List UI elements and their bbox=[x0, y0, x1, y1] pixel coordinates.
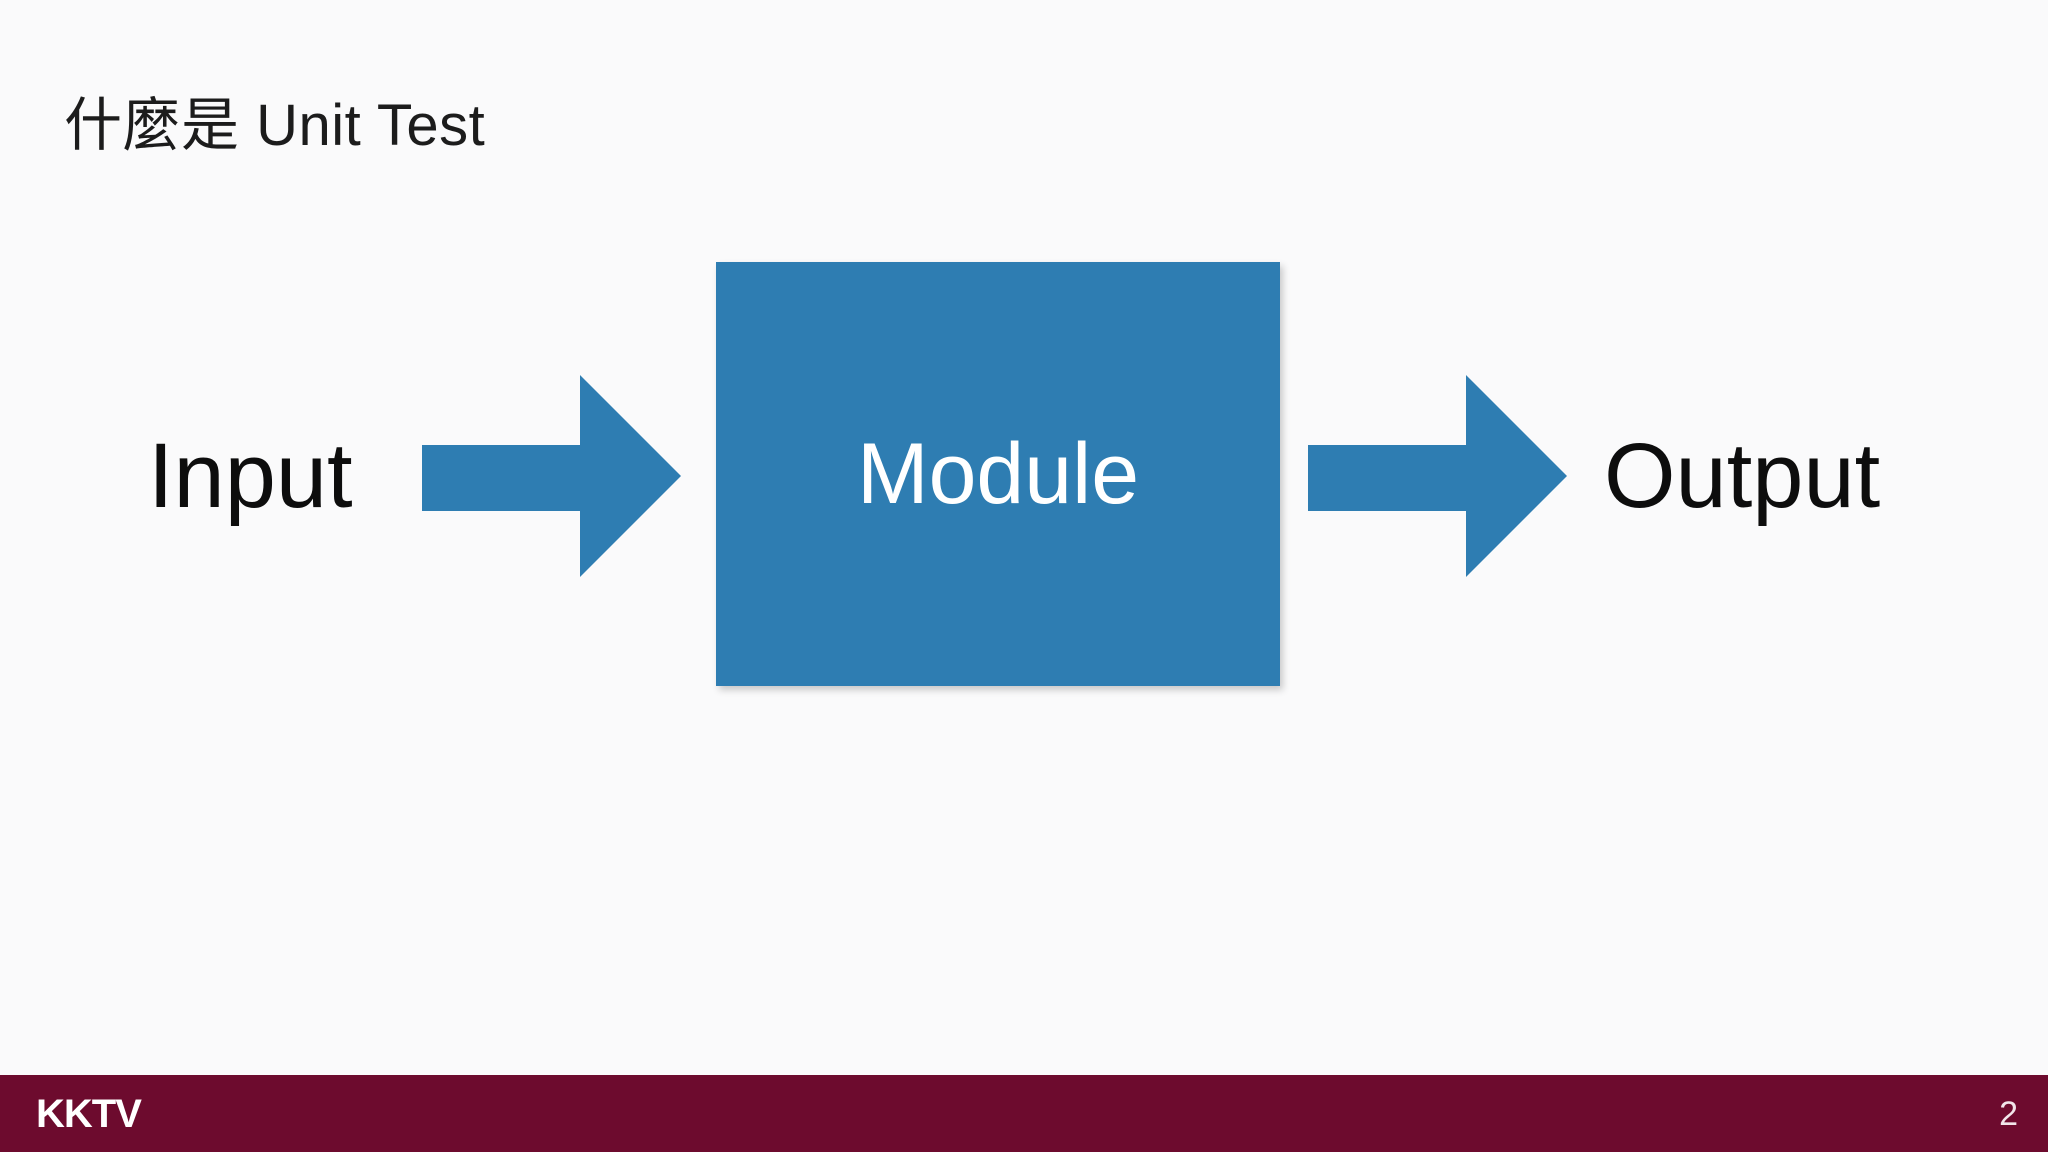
arrow-right-icon-module-to-output bbox=[1308, 372, 1570, 580]
page-title: 什麼是 Unit Test bbox=[64, 93, 486, 158]
diagram-node-output-label: Output bbox=[1604, 425, 1881, 527]
diagram-node-module-label: Module bbox=[856, 426, 1140, 522]
unit-test-flow-diagram: Input Module Output bbox=[148, 262, 1881, 686]
diagram-node-module-box: Module bbox=[716, 262, 1280, 686]
arrow-right-icon-input-to-module bbox=[422, 372, 684, 580]
diagram-node-input-label: Input bbox=[148, 425, 353, 527]
footer-bar: KKTV 2 bbox=[0, 1075, 2048, 1152]
page-number: 2 bbox=[1999, 1094, 2018, 1133]
kktv-logo: KKTV bbox=[36, 1091, 142, 1136]
